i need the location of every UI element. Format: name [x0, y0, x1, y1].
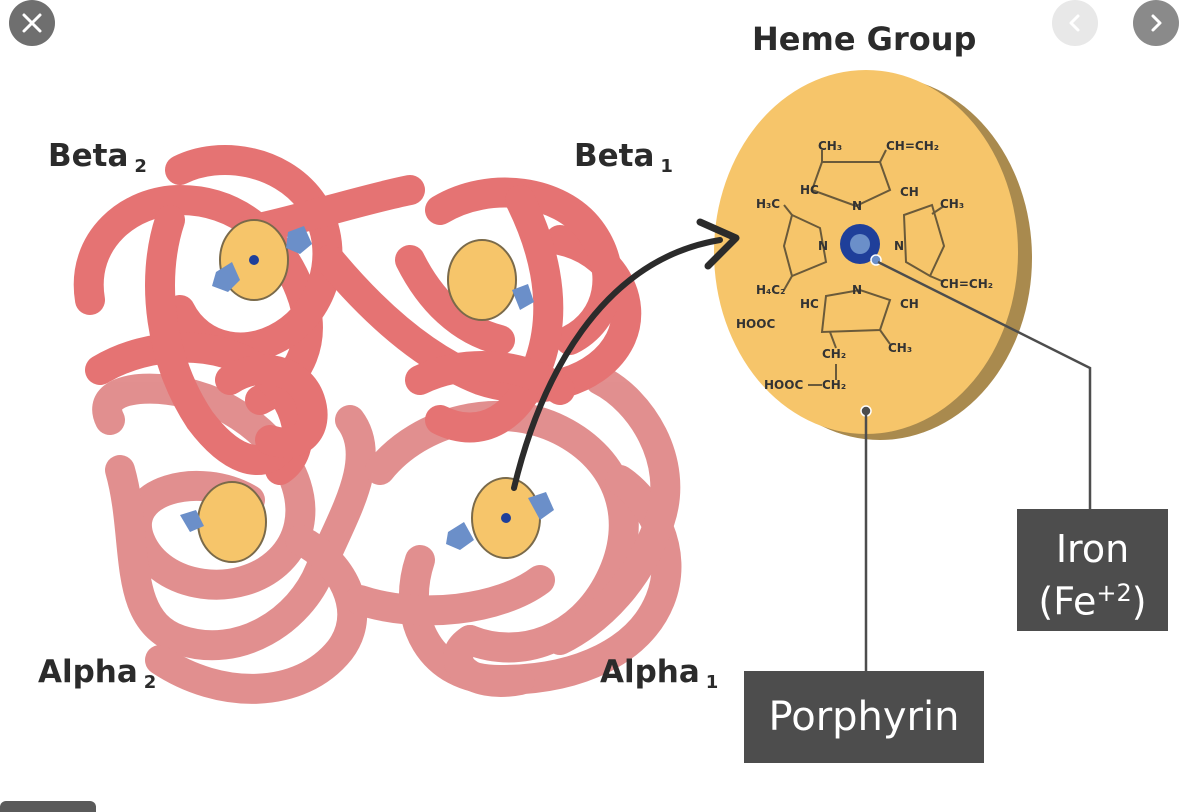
formula-ch-ch2-right: CH=CH₂	[940, 277, 993, 291]
formula-h4c2: H₄C₂	[756, 283, 785, 297]
chevron-right-icon	[1151, 14, 1162, 32]
chain-heme-disc-beta2	[212, 219, 312, 301]
formula-n-left: N	[818, 239, 828, 253]
iron-callout-line	[877, 260, 1092, 509]
formula-n-top: N	[852, 199, 862, 213]
formula-ch2-end: CH₂	[822, 378, 846, 392]
close-icon	[22, 13, 42, 33]
next-button[interactable]	[1133, 0, 1179, 46]
label-alpha-1-text: Alpha	[600, 654, 700, 690]
label-beta-2-sub: 2	[134, 156, 147, 177]
callout-lines	[864, 260, 1092, 671]
formula-h3c: H₃C	[756, 197, 780, 211]
formula-ch-ch2-top: CH=CH₂	[886, 139, 939, 153]
formula-n-bottom: N	[852, 283, 862, 297]
formula-hc-bottom: HC	[800, 297, 819, 311]
label-beta-1-text: Beta	[574, 138, 655, 174]
label-alpha-2-sub: 2	[143, 672, 157, 693]
previous-button[interactable]	[1052, 0, 1098, 46]
formula-hooc-left: HOOC	[736, 317, 775, 331]
chain-heme-disc-beta1	[447, 239, 534, 321]
formula-ch-bottom: CH	[900, 297, 919, 311]
formula-hc-top: HC	[800, 183, 819, 197]
close-button[interactable]	[9, 0, 55, 46]
iron-label-charge: +2	[1096, 579, 1132, 607]
chain-heme-disc-alpha2	[180, 481, 267, 563]
label-alpha-1-sub: 1	[705, 672, 719, 693]
beta-chains	[73, 145, 642, 485]
formula-hooc-bottom: HOOC	[764, 378, 803, 392]
chevron-left-icon	[1069, 14, 1080, 32]
heme-group-disc	[714, 70, 1032, 440]
formula-ch3-top: CH₃	[818, 139, 842, 153]
heme-group-title: Heme Group	[752, 20, 977, 58]
iron-label-line1: Iron	[1055, 527, 1130, 571]
iron-label-box: Iron (Fe+2)	[1017, 509, 1168, 631]
iron-label-close: )	[1131, 579, 1147, 624]
label-beta-2-text: Beta	[48, 138, 129, 174]
iron-label-line2: (Fe+2)	[1017, 571, 1168, 624]
label-alpha-2-text: Alpha	[38, 654, 138, 690]
formula-n-right: N	[894, 239, 904, 253]
porphyrin-formula: CH₃ CH=CH₂ HC CH H₃C CH₃ N N N CH=CH₂ H₄…	[736, 139, 993, 392]
formula-ch2-bottom: CH₂	[822, 347, 846, 361]
iron-label-fe: (Fe	[1038, 579, 1097, 624]
formula-ch-top: CH	[900, 185, 919, 199]
bottom-tab-handle[interactable]	[0, 801, 96, 812]
formula-ch3-right: CH₃	[940, 197, 964, 211]
chain-heme-disc-alpha1	[446, 477, 554, 559]
zoom-arrow	[511, 218, 740, 491]
label-beta-1-sub: 1	[660, 156, 673, 177]
formula-ch3-bottom: CH₃	[888, 341, 912, 355]
porphyrin-label-box: Porphyrin	[744, 671, 984, 763]
